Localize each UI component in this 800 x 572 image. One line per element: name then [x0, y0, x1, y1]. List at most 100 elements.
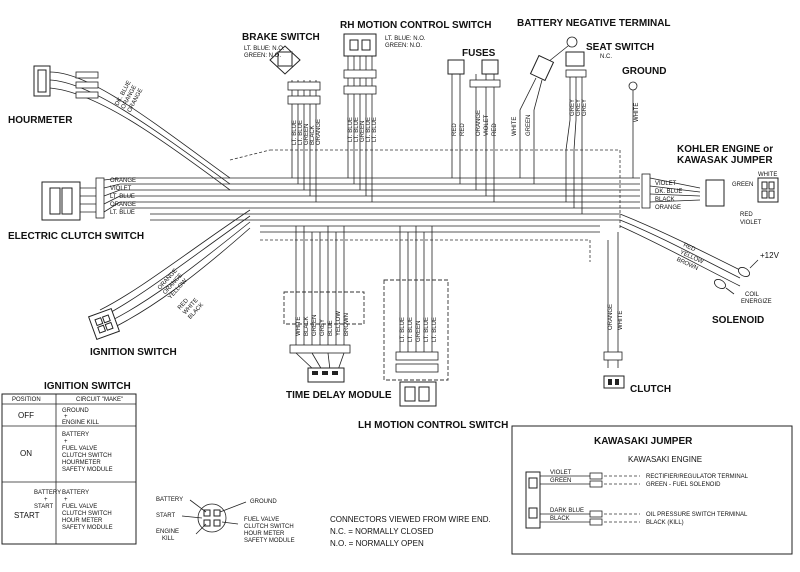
switch-legend: BATTERY START ENGINE KILL GROUND FUEL VA… [156, 497, 295, 544]
kohler-jumper [641, 173, 779, 209]
fuses-label: FUSES [462, 48, 496, 59]
kawasaki-engine: KAWASAKI ENGINE [628, 455, 702, 464]
legend-start: START [156, 513, 175, 519]
wire-label: RED [682, 242, 697, 253]
kohler-label: KAWASAK JUMPER [677, 155, 773, 166]
table-header: CIRCUIT "MAKE" [76, 397, 123, 403]
legend-fuel: CLUTCH SWITCH [244, 524, 294, 530]
kawasaki-wire: DARK BLUE [550, 508, 584, 514]
hourmeter-label: HOURMETER [8, 115, 73, 126]
wire-label: RED [740, 212, 753, 218]
wire-label: LT. BLUE [348, 117, 354, 142]
wire-label: ORANGE [316, 119, 322, 145]
lh-switch-label: LH MOTION CONTROL SWITCH [358, 420, 508, 431]
wire-label: LT. BLUE [408, 317, 414, 342]
ground-label: GROUND [622, 66, 666, 77]
table-cell: + [64, 414, 68, 420]
kawasaki-title: KAWASAKI JUMPER [594, 436, 693, 447]
wire-label: BLACK [655, 197, 675, 203]
wire-label: WHITE [618, 311, 624, 330]
wire-label: BLUE [328, 320, 334, 336]
table-cell: SAFETY MODULE [62, 467, 113, 473]
wire-label: LT. BLUE [372, 117, 378, 142]
legend-ground: GROUND [250, 499, 277, 505]
wire-label: GREY [582, 99, 588, 116]
brake-switch-label: BRAKE SWITCH [242, 32, 320, 43]
table-cell: ENGINE KILL [62, 420, 100, 426]
legend-fuel: SAFETY MODULE [244, 538, 295, 544]
table-cell: CLUTCH SWITCH [62, 511, 112, 517]
rh-motion-control-switch [343, 33, 377, 202]
rh-switch-note: GREEN: N.O. [385, 43, 422, 49]
wire-label: GREY [570, 99, 576, 116]
plus12v-label: +12V [760, 251, 780, 260]
table-cell: CLUTCH SWITCH [62, 453, 112, 459]
ignition-table: IGNITION SWITCH POSITION CIRCUIT "MAKE" … [1, 381, 137, 545]
kawasaki-wire: BLACK [550, 516, 570, 522]
wire-label: ORANGE [608, 304, 614, 330]
kohler-label: KOHLER ENGINE or [677, 144, 773, 155]
coil-energize-label: ENERGIZE [741, 299, 772, 305]
lh-motion-control-switch [383, 226, 449, 407]
seat-switch-note: N.C. [600, 54, 612, 60]
wire-label: GREEN [360, 121, 366, 142]
wire-label: ORANGE [110, 178, 136, 184]
wire-label: ORANGE [110, 202, 136, 208]
ignition-switch-label: IGNITION SWITCH [90, 347, 177, 358]
battery-negative-terminal [519, 36, 578, 184]
wire-label: GREEN [526, 115, 532, 136]
fuses [447, 59, 501, 202]
wire-label: VIOLET [740, 220, 762, 226]
clutch [603, 232, 625, 389]
kawasaki-wire: VIOLET [550, 470, 572, 476]
wire-label: BLACK [304, 316, 310, 336]
brake-switch-note: LT. BLUE: N.O. [244, 46, 285, 52]
table-cell: + [64, 439, 68, 445]
table-pos: OFF [18, 411, 34, 420]
solenoid-label: SOLENOID [712, 315, 764, 326]
electric-clutch-label: ELECTRIC CLUTCH SWITCH [8, 231, 144, 242]
hourmeter-connector [75, 71, 99, 99]
wire-label: DK. BLUE [655, 189, 682, 195]
table-cell: SAFETY MODULE [62, 525, 113, 531]
seat-switch-label: SEAT SWITCH [586, 42, 654, 53]
kawasaki-jumper-panel: KAWASAKI JUMPER KAWASAKI ENGINE VIOLET G… [511, 425, 793, 555]
table-pos: ON [20, 449, 32, 458]
legend-fuel: HOUR METER [244, 531, 285, 537]
wire-label: ORANGE [476, 110, 482, 136]
wire-label: GREY [320, 319, 326, 336]
seat-switch [565, 51, 587, 214]
table-header: POSITION [12, 397, 41, 403]
wire-label: RED [460, 123, 466, 136]
wire-label: RED [492, 123, 498, 136]
ignition-switch [87, 307, 121, 341]
kawasaki-terminal: BLACK (KILL) [646, 520, 684, 526]
clutch-label: CLUTCH [630, 384, 671, 395]
coil-energize-label: COIL [745, 292, 760, 298]
table-cell: + [64, 497, 68, 503]
rh-switch-label: RH MOTION CONTROL SWITCH [340, 20, 491, 31]
wire-label: LT. BLUE [110, 210, 135, 216]
note-line: CONNECTORS VIEWED FROM WIRE END. [330, 515, 491, 524]
wire-label: LT. BLUE [400, 317, 406, 342]
wire-label: LT. BLUE [354, 117, 360, 142]
main-harness [49, 71, 741, 335]
electric-clutch-switch [41, 177, 121, 221]
wire-label: WHITE [296, 317, 302, 336]
table-cell: FUEL VALVE [62, 446, 97, 452]
wire-label: VIOLET [655, 181, 677, 187]
wire-label: GREEN [304, 124, 310, 145]
kawasaki-terminal: GREEN - FUEL SOLENOID [646, 482, 721, 488]
ignition-table-title: IGNITION SWITCH [44, 381, 131, 392]
table-pos: START [14, 511, 40, 520]
ground [628, 81, 638, 178]
wire-label: BROWN [344, 313, 350, 336]
wire-label: LT. BLUE [432, 317, 438, 342]
wire-label: LT. BLUE [366, 117, 372, 142]
table-cell: + [44, 497, 48, 503]
brake-switch-note: GREEN: N.O. [244, 53, 281, 59]
wire-label: GREEN [732, 182, 753, 188]
wire-label: GREEN [312, 315, 318, 336]
legend-engine: ENGINE [156, 529, 179, 535]
